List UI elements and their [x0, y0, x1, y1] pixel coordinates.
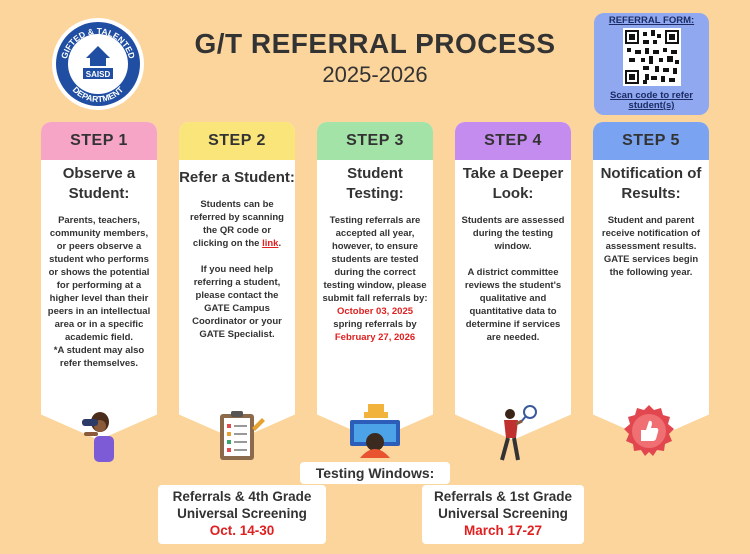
step-1-title: Observe a Student:: [62, 165, 136, 202]
step-2-period: .: [278, 238, 282, 249]
step-1-body-text: Parents, teachers, community members, or…: [47, 215, 151, 343]
step-3-label: STEP 3: [317, 122, 433, 160]
binoculars-person-icon: [82, 412, 114, 462]
step-2-label: STEP 2: [179, 122, 295, 160]
step-3-body-text: Testing referrals are accepted all year,…: [322, 215, 428, 304]
referral-link[interactable]: link: [262, 238, 279, 249]
step-5-card: STEP 5 Notification of Results: Student …: [593, 122, 709, 440]
qr-code-icon[interactable]: [623, 28, 681, 86]
referral-form-title: REFERRAL FORM:: [608, 15, 695, 26]
logo-center-text: SAISD: [86, 70, 111, 79]
step-1-card: STEP 1 Observe a Student: Parents, teach…: [41, 122, 157, 440]
fall-window-dates: Oct. 14-30: [209, 523, 275, 538]
step-2-body: Students can be referred by scanning the…: [184, 198, 290, 341]
step-5-title: Notification of Results:: [600, 165, 702, 202]
fall-window-line1: Referrals & 4th Grade: [172, 489, 312, 504]
gt-department-logo: GIFTED & TALENTED DEPARTMENT SAISD: [52, 18, 144, 110]
step-3-card: STEP 3 Student Testing: Testing referral…: [317, 122, 433, 440]
step-2-title: Refer a Student:: [179, 169, 295, 186]
step-4-committee-text: A district committee reviews the student…: [464, 267, 562, 343]
page-subtitle: 2025-2026: [322, 62, 428, 87]
spring-deadline: February 27, 2026: [334, 332, 416, 343]
step-5-label: STEP 5: [593, 122, 709, 160]
testing-windows-title: Testing Windows:: [300, 462, 450, 484]
step-3-mid-text: spring referrals by: [333, 319, 417, 330]
step-5-body-text: Student and parent receive notification …: [601, 215, 701, 278]
fall-deadline: October 03, 2025: [336, 306, 414, 317]
step-1-note: *A student may also refer themselves.: [53, 345, 145, 369]
spring-window-line1: Referrals & 1st Grade: [433, 489, 573, 504]
step-4-title: Take a Deeper Look:: [462, 165, 564, 202]
step-5-body: Student and parent receive notification …: [598, 214, 704, 279]
spring-window-dates: March 17-27: [463, 523, 543, 538]
step-3-body: Testing referrals are accepted all year,…: [322, 214, 428, 344]
step-4-body: Students are assessed during the testing…: [460, 214, 566, 344]
step-3-title: Student Testing:: [346, 165, 404, 202]
step-4-card: STEP 4 Take a Deeper Look: Students are …: [455, 122, 571, 440]
testing-window-spring: Referrals & 1st Grade Universal Screenin…: [422, 485, 584, 544]
step-4-body-text: Students are assessed during the testing…: [461, 215, 565, 252]
step-2-body-text: Students can be referred by scanning the…: [190, 199, 284, 249]
page-title: G/T REFERRAL PROCESS: [194, 28, 556, 59]
referral-form-caption[interactable]: Scan code to refer student(s): [610, 90, 693, 111]
testing-window-fall: Referrals & 4th Grade Universal Screenin…: [158, 485, 326, 544]
student-computer-icon: [350, 404, 400, 458]
spring-window-line2: Universal Screening: [438, 506, 568, 521]
clipboard-checklist-icon: [220, 411, 265, 460]
step-2-help-text: If you need help referring a student, pl…: [192, 264, 282, 340]
magnifier-person-icon: [500, 405, 537, 461]
fall-window-line2: Universal Screening: [177, 506, 307, 521]
step-1-body: Parents, teachers, community members, or…: [46, 214, 152, 370]
step-1-label: STEP 1: [41, 122, 157, 160]
step-2-card: STEP 2 Refer a Student: Students can be …: [179, 122, 295, 440]
thumbs-up-badge-icon: [624, 405, 674, 456]
step-4-label: STEP 4: [455, 122, 571, 160]
